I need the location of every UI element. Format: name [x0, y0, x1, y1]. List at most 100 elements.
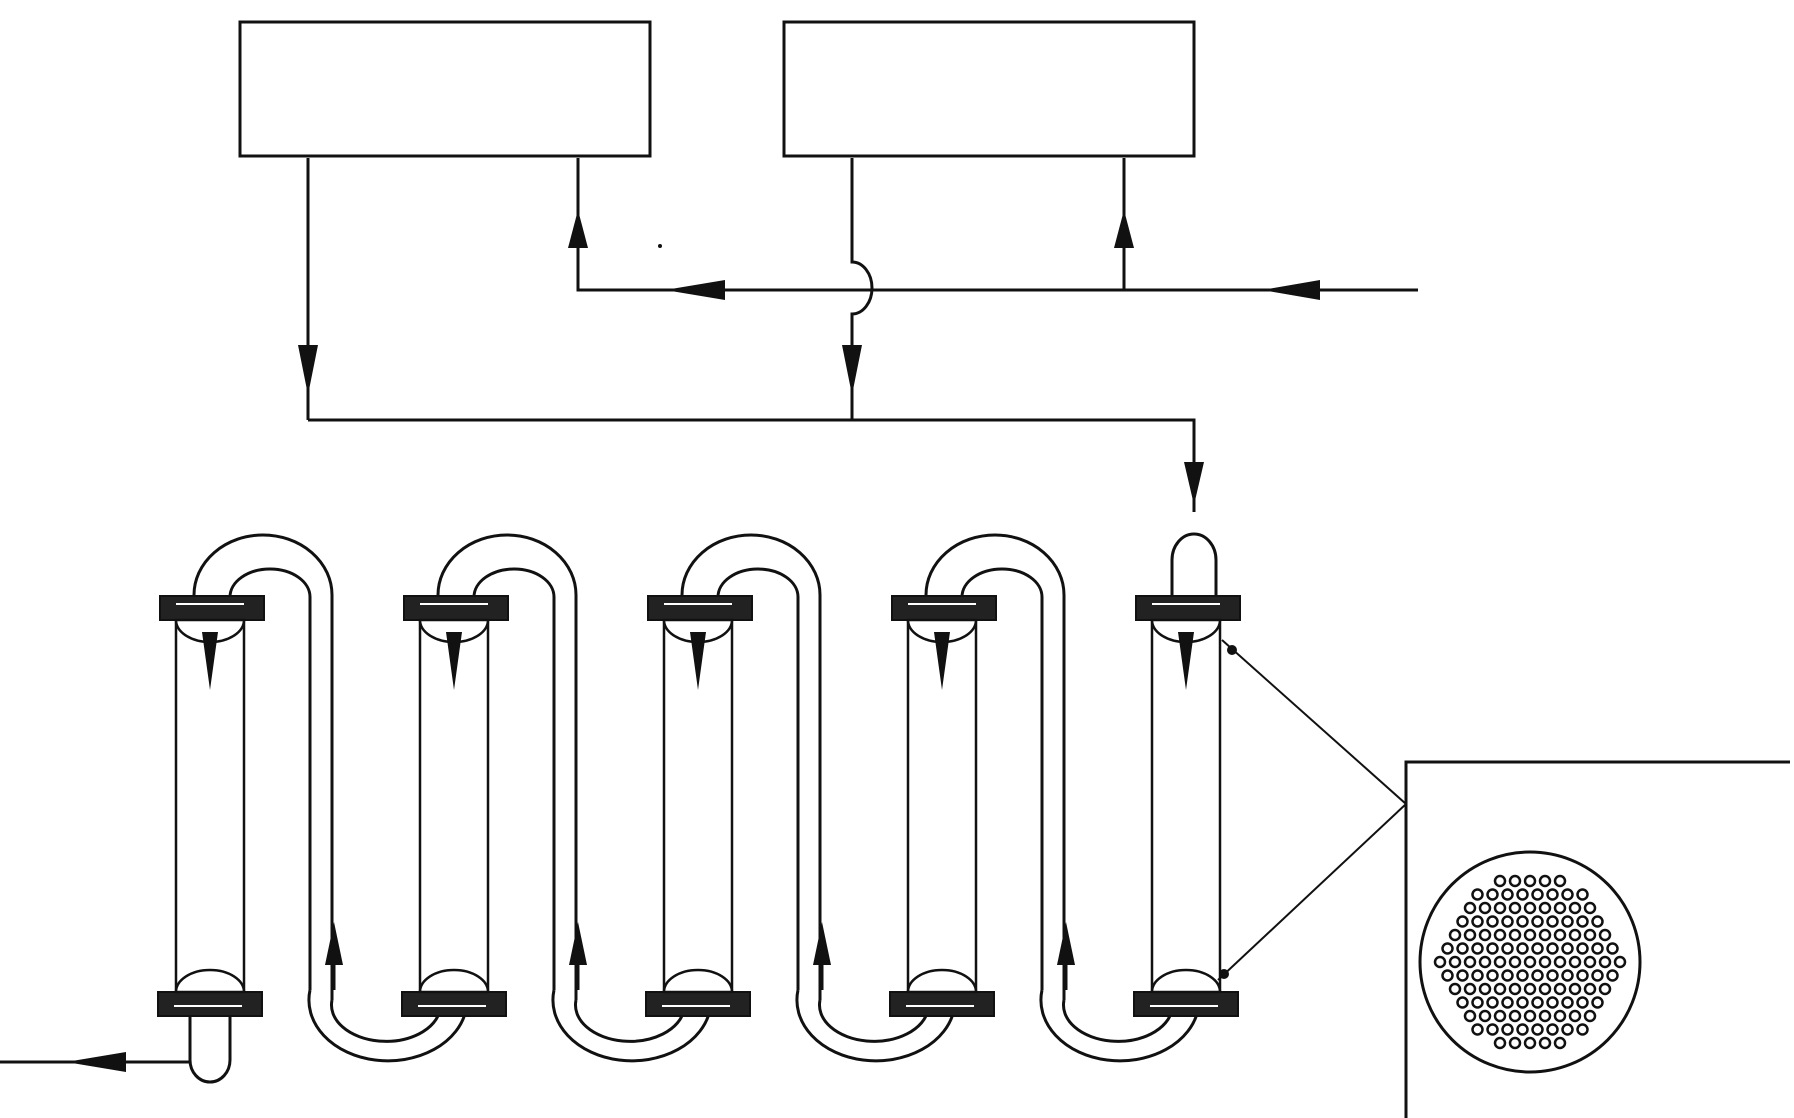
tube-hole	[1531, 996, 1544, 1009]
tube-hole	[1516, 915, 1529, 928]
u-bend-top-3-inner	[716, 567, 800, 990]
outlet-loop	[188, 1012, 232, 1084]
tube-hole	[1501, 969, 1514, 982]
tube-hole	[1531, 888, 1544, 901]
tube-hole	[1583, 928, 1597, 942]
tube-hole	[1456, 996, 1469, 1009]
detail-leaders	[1217, 639, 1407, 981]
arrow-down-tube-1	[202, 632, 218, 690]
tube-hole	[1433, 955, 1447, 969]
tube-hole	[1606, 969, 1619, 982]
arrow-down-tube-2	[446, 632, 462, 690]
flange-top-1	[159, 595, 265, 621]
tube-hole	[1576, 915, 1589, 928]
flanges	[157, 595, 1241, 1017]
tube-hole	[1478, 982, 1492, 996]
tube-hole	[1486, 942, 1499, 955]
tube-hole	[1508, 928, 1522, 942]
u-bend-bottom-2-outer	[551, 989, 712, 1063]
tube-hole	[1493, 1009, 1507, 1023]
tube-hole	[1463, 982, 1477, 996]
tube-hole	[1493, 874, 1507, 888]
tube-hole	[1553, 1036, 1567, 1050]
tube-hole	[1568, 955, 1582, 969]
tube-hole	[1523, 928, 1537, 942]
tube-hole	[1553, 982, 1567, 996]
tube-hole	[1561, 915, 1574, 928]
tube-hole	[1568, 982, 1582, 996]
tube-hole	[1471, 969, 1484, 982]
tube-hole	[1531, 915, 1544, 928]
leader-line-top	[1221, 639, 1407, 805]
tube-hole	[1561, 969, 1574, 982]
arrow-up-return-4	[1057, 922, 1075, 965]
u-bend-bottom-4-outer	[1039, 989, 1200, 1063]
tube-hole	[1471, 1023, 1484, 1036]
tube-hole	[1553, 955, 1567, 969]
tube-hole	[1486, 996, 1499, 1009]
tube-hole	[1471, 915, 1484, 928]
flange-top-2	[403, 595, 509, 621]
tube-hole	[1493, 982, 1507, 996]
u-bends-bottom	[307, 989, 1200, 1063]
detail-view-frame	[1404, 760, 1790, 1118]
tube-hole	[1591, 942, 1604, 955]
tube-hole	[1568, 901, 1582, 915]
tube-hole	[1546, 915, 1559, 928]
arrow-up-return-3	[813, 922, 831, 965]
leader-dot-top	[1227, 645, 1237, 655]
pipe-supply-line	[576, 158, 1418, 292]
tube-hole	[1538, 1036, 1552, 1050]
tube-hole	[1471, 942, 1484, 955]
tube-hole	[1463, 955, 1477, 969]
tube-hole	[1471, 996, 1484, 1009]
u-bend-top-3-outer	[680, 533, 822, 1000]
tube-hole	[1538, 955, 1552, 969]
tube-hole	[1561, 888, 1574, 901]
tube-hole	[1516, 996, 1529, 1009]
tube-hole	[1531, 969, 1544, 982]
tube-hole	[1538, 874, 1552, 888]
tube-hole	[1493, 1036, 1507, 1050]
tube-hole	[1478, 901, 1492, 915]
tube-hole	[1523, 982, 1537, 996]
u-bend-bottom-1-inner	[330, 999, 442, 1043]
tube-hole	[1583, 901, 1597, 915]
tube-hole	[1553, 928, 1567, 942]
arrow-down-left-outlet	[298, 345, 318, 395]
u-bend-top-4-inner	[960, 567, 1044, 990]
tube-hole	[1478, 1009, 1492, 1023]
tube-hole	[1463, 928, 1477, 942]
tube-hole	[1508, 982, 1522, 996]
tube-hole	[1546, 1023, 1559, 1036]
tube-hole	[1478, 928, 1492, 942]
unit-box-right	[782, 20, 1196, 158]
u-bend-top-1-inner	[228, 567, 312, 990]
tube-hole	[1501, 996, 1514, 1009]
tube-hole	[1478, 955, 1492, 969]
tube-hole	[1471, 888, 1484, 901]
tube-hole	[1538, 928, 1552, 942]
tube-hole	[1456, 942, 1469, 955]
tube-hole	[1546, 969, 1559, 982]
tube-hole	[1501, 1023, 1514, 1036]
arrow-left-supply	[665, 280, 725, 300]
leader-dot-bottom	[1219, 969, 1229, 979]
tube-hole	[1523, 1009, 1537, 1023]
tube-holes	[1433, 874, 1627, 1050]
tube-hole	[1516, 1023, 1529, 1036]
tube-hole	[1606, 942, 1619, 955]
tube-hole	[1583, 1009, 1597, 1023]
arrow-up-return-2	[569, 922, 587, 965]
tube-hole	[1523, 955, 1537, 969]
pipe-right-box-outlet	[850, 158, 874, 420]
u-bends-top	[192, 533, 1066, 1000]
tube-hole	[1576, 888, 1589, 901]
arrow-left-feed	[1262, 280, 1320, 300]
tube-hole	[1456, 915, 1469, 928]
tube-hole	[1538, 901, 1552, 915]
arrow-down-right-outlet	[842, 345, 862, 395]
tube-hole	[1486, 915, 1499, 928]
tube-hole	[1546, 942, 1559, 955]
